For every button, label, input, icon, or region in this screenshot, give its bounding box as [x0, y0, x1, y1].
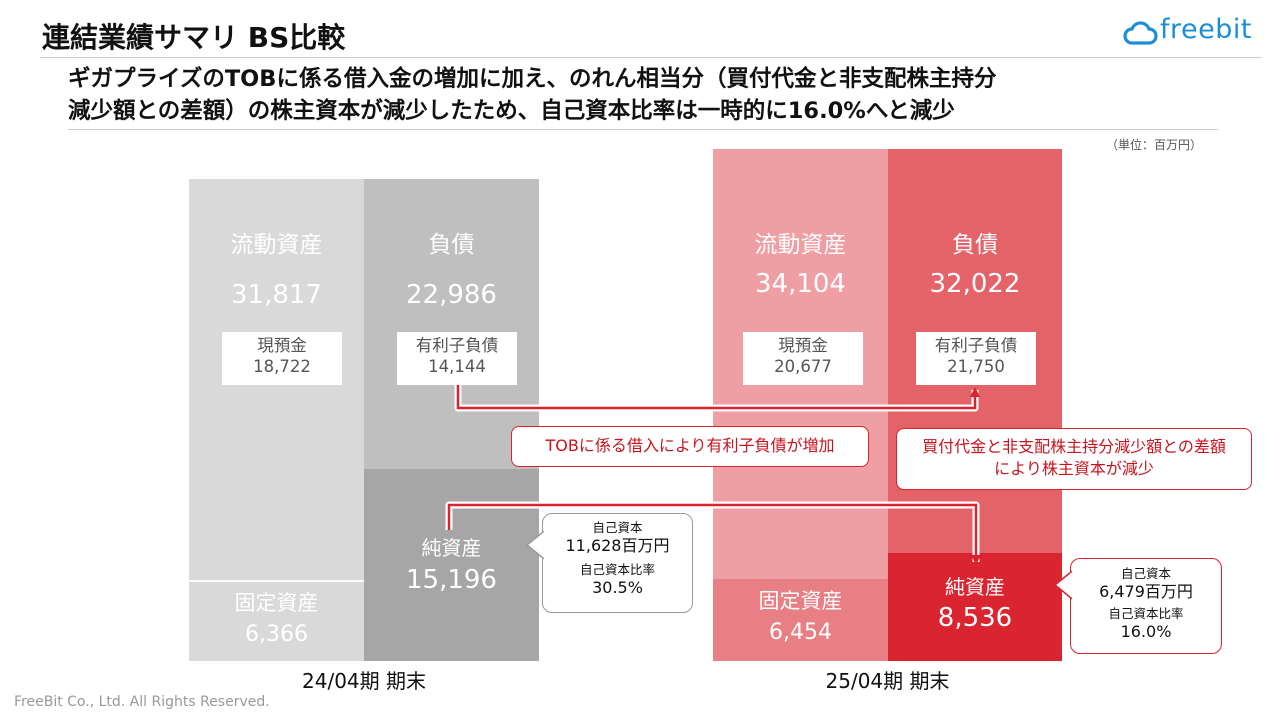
label-p2-current-assets: 流動資産 [754, 232, 847, 258]
bar-p1-liabilities [364, 179, 539, 469]
cloud-logo-icon [1123, 21, 1158, 45]
equity-ratio-value: 30.5% [592, 578, 643, 597]
label-p2-fixed-assets: 固定資産 [758, 589, 843, 613]
period-label-p2: 25/04期 期末 [825, 669, 950, 693]
equity-value: 11,628百万円 [565, 536, 670, 555]
equity-label: 自己資本 [1120, 566, 1171, 581]
value-p2-fixed-assets: 6,454 [769, 620, 832, 645]
logo-text: freebit [1160, 14, 1252, 45]
value-p2-net-assets: 8,536 [937, 603, 1013, 633]
unit-label: （単位：百万円） [1106, 138, 1203, 152]
copyright-footer: FreeBit Co., Ltd. All Rights Reserved. [14, 694, 270, 710]
bar-p1-net-assets [364, 469, 539, 661]
equity-label: 自己資本 [592, 520, 643, 535]
label-p2-liabilities: 負債 [952, 232, 998, 258]
page-title: 連結業績サマリ BS比較 [42, 21, 346, 54]
value-p1-fixed-assets: 6,366 [245, 622, 308, 647]
bar-p2-fixed-assets [713, 579, 888, 661]
subitem-value: 20,677 [774, 357, 832, 376]
subitem-p1-cash: 現預金 18,722 [222, 332, 342, 385]
callout-debt-increase: TOBに係る借入により有利子負債が増加 [511, 426, 869, 467]
subitem-label: 現預金 [257, 336, 307, 355]
headline-line-1: ギガプライズのTOBに係る借入金の増加に加え、のれん相当分（買付代金と非支配株主… [68, 66, 997, 92]
equity-note-p2-pointer [1053, 570, 1073, 600]
subitem-value: 14,144 [428, 357, 486, 376]
asset-separator-p1 [189, 580, 364, 582]
equity-value: 6,479百万円 [1099, 582, 1193, 601]
equity-note-p1-pointer [525, 530, 545, 560]
subitem-label: 有利子負債 [415, 336, 499, 355]
headline-line-2: 減少額との差額）の株主資本が減少したため、自己資本比率は一時的に16.0%へと減… [68, 98, 955, 124]
subitem-value: 18,722 [253, 357, 311, 376]
title-divider [40, 57, 1262, 58]
value-p1-net-assets: 15,196 [406, 565, 497, 595]
subitem-label: 有利子負債 [934, 336, 1018, 355]
label-p1-fixed-assets: 固定資産 [234, 591, 319, 615]
bar-p2-net-assets [888, 553, 1062, 661]
subitem-p2-cash: 現預金 20,677 [743, 332, 863, 385]
subitem-value: 21,750 [947, 357, 1005, 376]
subitem-p1-interest-debt: 有利子負債 14,144 [397, 332, 517, 385]
bar-p1-fixed-assets [189, 581, 364, 661]
equity-note-p2: 自己資本 6,479百万円 自己資本比率 16.0% [1070, 558, 1222, 654]
headline: ギガプライズのTOBに係る借入金の増加に加え、のれん相当分（買付代金と非支配株主… [68, 63, 996, 127]
equity-ratio-label: 自己資本比率 [1108, 606, 1184, 621]
period-label-p1: 24/04期 期末 [302, 669, 426, 693]
headline-divider [68, 129, 1218, 130]
freebit-logo: freebit [1122, 14, 1262, 50]
subitem-label: 現預金 [778, 336, 828, 355]
label-p1-current-assets: 流動資産 [230, 232, 323, 258]
label-p2-net-assets: 純資産 [945, 575, 1005, 599]
callout-equity-decrease: 買付代金と非支配株主持分減少額との差額により株主資本が減少 [896, 428, 1252, 490]
value-p2-current-assets: 34,104 [755, 269, 846, 299]
value-p1-liabilities: 22,986 [406, 280, 497, 310]
equity-ratio-label: 自己資本比率 [579, 562, 655, 577]
label-p1-net-assets: 純資産 [421, 536, 482, 560]
callout-equity-line: 買付代金と非支配株主持分減少額との差額により株主資本が減少 [922, 437, 1226, 478]
subitem-p2-interest-debt: 有利子負債 21,750 [916, 332, 1036, 385]
label-p1-liabilities: 負債 [428, 232, 475, 258]
equity-note-p1: 自己資本 11,628百万円 自己資本比率 30.5% [542, 513, 693, 613]
value-p1-current-assets: 31,817 [231, 280, 322, 310]
value-p2-liabilities: 32,022 [929, 269, 1021, 299]
equity-ratio-value: 16.0% [1120, 622, 1172, 641]
